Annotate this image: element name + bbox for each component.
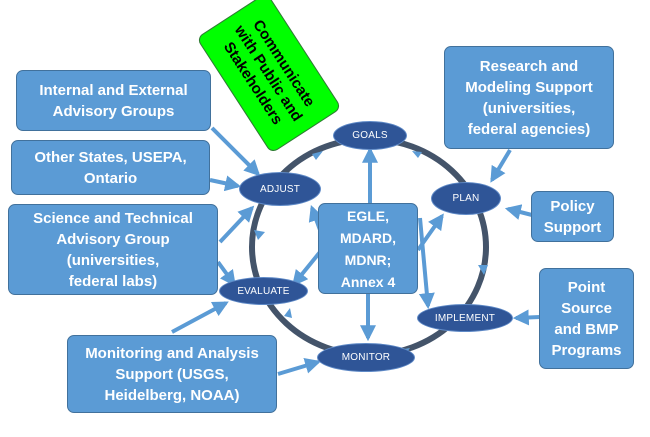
ring-arrow-evaluate-adjust xyxy=(254,230,265,240)
point-source-bmp-box: Point Source and BMP Programs xyxy=(539,268,634,369)
monitoring-analysis-line2: Support (USGS, xyxy=(115,365,229,383)
ring-arrow-goals-plan xyxy=(412,151,422,158)
internal-external-advisory-box: Internal and External Advisory Groups xyxy=(16,70,211,131)
research-modeling-line2: Modeling Support xyxy=(465,78,593,96)
node-adjust: ADJUST xyxy=(239,172,321,206)
arrow-monitoring-to-monitor xyxy=(277,358,322,376)
node-monitor: MONITOR xyxy=(317,343,415,372)
arrow-policy-to-plan xyxy=(504,204,533,220)
arrow-science-to-adjust xyxy=(218,205,255,244)
point-source-line4: Programs xyxy=(551,341,622,359)
internal-external-advisory-line1: Internal and External xyxy=(39,81,188,99)
point-source-line2: Source xyxy=(561,299,612,317)
internal-external-advisory-line2: Advisory Groups xyxy=(52,102,175,120)
center-agency-line4: Annex 4 xyxy=(340,273,396,290)
arrow-monitoring-to-evaluate xyxy=(171,301,229,334)
arrow-states-to-adjust xyxy=(209,175,242,192)
science-technical-line2: Advisory Group xyxy=(56,230,170,248)
center-agency-line2: MDARD, xyxy=(340,229,396,246)
center-agencies-box: EGLE, MDARD, MDNR; Annex 4 xyxy=(318,203,418,294)
point-source-line3: and BMP xyxy=(554,320,619,338)
policy-support-box: Policy Support xyxy=(531,191,614,242)
arrow-advisory-to-adjust xyxy=(210,126,261,177)
science-technical-line4: federal labs) xyxy=(68,272,158,290)
node-implement: IMPLEMENT xyxy=(417,304,513,332)
connector-arrows xyxy=(171,126,541,376)
arrow-plan-to-implement xyxy=(418,217,435,310)
point-source-line1: Point xyxy=(567,278,606,296)
science-technical-line1: Science and Technical xyxy=(33,209,193,227)
ring-arrow-adjust-goals xyxy=(312,151,323,160)
monitoring-analysis-box: Monitoring and Analysis Support (USGS, H… xyxy=(67,335,277,413)
monitoring-analysis-line3: Heidelberg, NOAA) xyxy=(104,386,240,404)
arrow-center-to-evaluate xyxy=(291,250,322,287)
center-agency-line3: MDNR; xyxy=(344,251,392,268)
science-technical-line3: (universities, xyxy=(66,251,160,269)
monitoring-analysis-line1: Monitoring and Analysis xyxy=(85,344,259,362)
arrow-research-to-plan xyxy=(490,148,512,183)
research-modeling-box: Research and Modeling Support (universit… xyxy=(444,46,614,149)
research-modeling-line1: Research and xyxy=(479,57,579,75)
other-states-line2: Ontario xyxy=(83,169,138,187)
policy-support-line2: Support xyxy=(543,218,602,236)
other-states-line1: Other States, USEPA, xyxy=(34,148,187,166)
node-evaluate: EVALUATE xyxy=(219,277,308,305)
research-modeling-line3: (universities, xyxy=(482,99,576,117)
node-goals: GOALS xyxy=(333,121,407,150)
center-agency-line1: EGLE, xyxy=(346,207,389,224)
arrow-pointsource-to-implement xyxy=(512,309,541,326)
research-modeling-line4: federal agencies) xyxy=(467,120,591,138)
ring-arrow-monitor-evaluate xyxy=(284,308,292,318)
policy-support-line1: Policy xyxy=(550,197,595,215)
node-plan: PLAN xyxy=(431,182,501,215)
ring-arrow-plan-implement xyxy=(478,265,488,275)
science-technical-advisory-box: Science and Technical Advisory Group (un… xyxy=(8,204,218,295)
other-states-box: Other States, USEPA, Ontario xyxy=(11,140,210,195)
